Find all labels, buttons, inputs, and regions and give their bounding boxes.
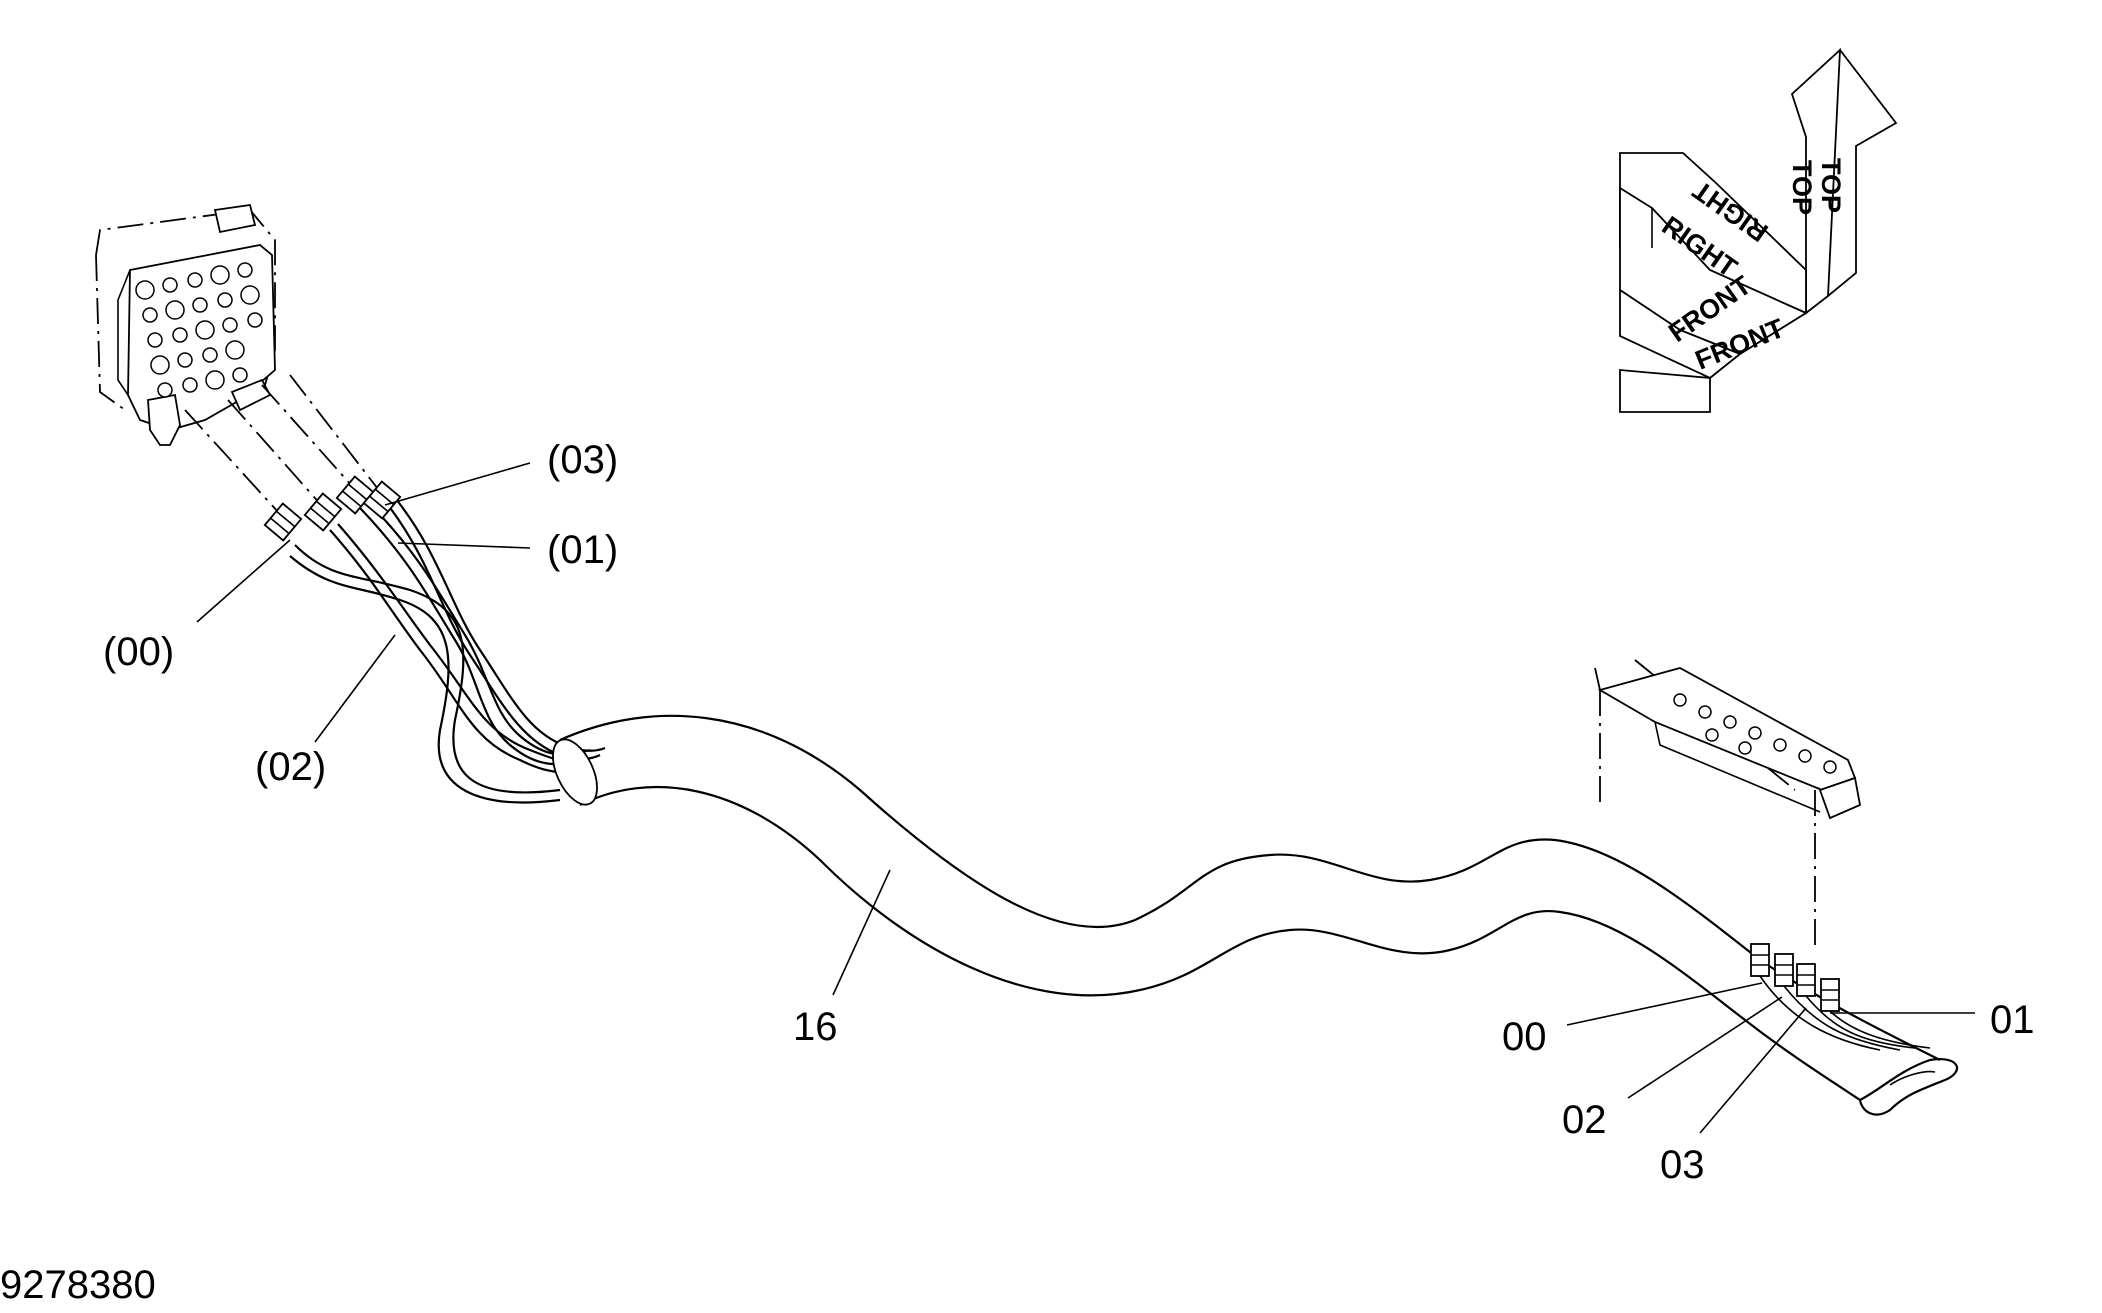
drawing-number: 9278380 xyxy=(0,1263,156,1307)
valve-port xyxy=(182,377,198,393)
callout-00-lower: 00 xyxy=(1502,1015,1547,1059)
valve-port xyxy=(232,367,248,383)
valve-port xyxy=(195,320,215,340)
pilot-valve-block xyxy=(1594,667,1862,820)
orientation-top-label: TOP xyxy=(1816,158,1846,213)
callout-labels: (03) (01) (00) (02) 16 00 01 02 03 92783… xyxy=(0,438,2035,1307)
callout-02-lower: 02 xyxy=(1562,1098,1607,1142)
valve-port xyxy=(135,280,155,300)
protective-sleeve xyxy=(552,714,1958,1116)
pilot-valve-port xyxy=(1823,760,1837,774)
pilot-valve-port xyxy=(1773,738,1787,752)
pilot-valve-port xyxy=(1673,693,1687,707)
valve-port xyxy=(247,312,263,328)
valve-port xyxy=(222,317,238,333)
pilot-valve-port xyxy=(1738,741,1752,755)
orientation-indicator: TOP TOP RIGHT RIGHT FRONT FRONT xyxy=(1619,47,1898,413)
callout-16-sleeve: 16 xyxy=(793,1005,838,1049)
valve-port xyxy=(150,355,170,375)
pilot-valve-port xyxy=(1698,705,1712,719)
callout-01-lower: 01 xyxy=(1990,998,2035,1042)
valve-port xyxy=(142,307,158,323)
pilot-valve-ports xyxy=(1673,693,1837,774)
valve-port xyxy=(157,382,173,398)
valve-port xyxy=(147,332,163,348)
hose-end-fittings-upper xyxy=(263,475,402,542)
pilot-valve-port xyxy=(1723,715,1737,729)
callout-02-upper: (02) xyxy=(255,745,326,789)
orientation-top-label-2: TOP xyxy=(1787,160,1817,215)
valve-port xyxy=(225,340,245,360)
leader-lines xyxy=(196,462,1975,1134)
pilot-valve-port xyxy=(1748,726,1762,740)
hose-end-fittings-lower xyxy=(1750,943,1931,1051)
valve-port xyxy=(217,292,233,308)
valve-port xyxy=(192,297,208,313)
control-valve-block xyxy=(95,203,276,446)
callout-03-lower: 03 xyxy=(1660,1143,1705,1187)
valve-port xyxy=(205,370,225,390)
valve-port xyxy=(240,285,260,305)
callout-03-upper: (03) xyxy=(547,438,618,482)
valve-port xyxy=(172,327,188,343)
callout-01-upper: (01) xyxy=(547,528,618,572)
valve-port xyxy=(187,272,203,288)
valve-port xyxy=(202,347,218,363)
valve-port xyxy=(210,265,230,285)
callout-00-upper: (00) xyxy=(103,630,174,674)
valve-port xyxy=(165,300,185,320)
pilot-valve-port xyxy=(1798,749,1812,763)
pilot-valve-port xyxy=(1705,728,1719,742)
valve-port xyxy=(177,352,193,368)
valve-ports xyxy=(135,262,263,398)
valve-port xyxy=(237,262,253,278)
valve-port xyxy=(162,277,178,293)
